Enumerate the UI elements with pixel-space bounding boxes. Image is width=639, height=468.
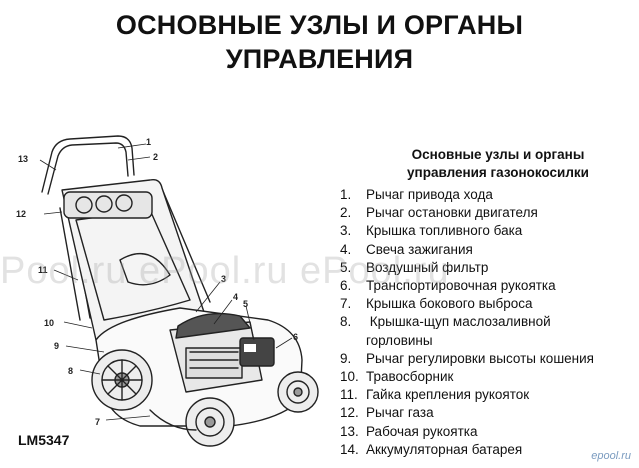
legend-item-number: 4. — [340, 241, 352, 257]
legend-item-text: Транспортировочная рукоятка — [366, 278, 556, 294]
legend-item-text: Рычаг остановки двигателя — [366, 205, 538, 221]
callout-8: 8 — [68, 366, 73, 376]
callout-9: 9 — [54, 341, 59, 351]
legend-item-number: 11. — [340, 387, 358, 403]
legend-item-text: Крышка бокового выброса — [366, 296, 533, 312]
callout-13: 13 — [18, 154, 28, 164]
callout-11: 11 — [38, 265, 48, 275]
legend-item-text: Крышка-щуп маслозаливной — [366, 314, 551, 330]
legend-item-number: 2. — [340, 205, 352, 221]
legend-item: 2. Рычаг остановки двигателя — [340, 204, 636, 222]
legend-item-text: Крышка топливного бака — [366, 223, 523, 239]
legend-item: 3. Крышка топливного бака — [340, 222, 636, 240]
legend-item-text: Рычаг привода хода — [366, 187, 493, 202]
callout-1: 1 — [146, 137, 151, 147]
legend-item-number: 13. — [340, 423, 359, 439]
legend-title-line-1: Основные узлы и органы — [411, 147, 585, 162]
legend-item: 6. Транспортировочная рукоятка — [340, 277, 636, 295]
legend-item: 8. Крышка-щуп маслозаливной горловины — [340, 313, 636, 349]
model-label: LM5347 — [18, 432, 70, 448]
legend-item-number: 6. — [340, 278, 352, 294]
parts-legend: Основные узлы и органы управления газоно… — [340, 146, 636, 459]
legend-item: 13. Рабочая рукоятка — [340, 423, 636, 441]
legend-item-text: Аккумуляторная батарея — [366, 441, 523, 457]
callout-7: 7 — [95, 417, 100, 427]
legend-item-text: Свеча зажигания — [366, 241, 473, 257]
page-title: ОСНОВНЫЕ УЗЛЫ И ОРГАНЫ УПРАВЛЕНИЯ — [0, 8, 639, 76]
legend-item: 11. Гайка крепления рукояток — [340, 386, 636, 404]
title-line-2: УПРАВЛЕНИЯ — [225, 44, 414, 74]
legend-item-number: 12. — [340, 405, 359, 421]
callout-4: 4 — [233, 292, 238, 302]
site-logo: epool.ru — [591, 450, 631, 462]
legend-item: 4. Свеча зажигания — [340, 241, 636, 259]
callout-3: 3 — [221, 274, 226, 284]
callout-12: 12 — [16, 209, 26, 219]
title-line-1: ОСНОВНЫЕ УЗЛЫ И ОРГАНЫ — [115, 10, 524, 40]
legend-item-number: 5. — [340, 259, 352, 275]
legend-item-number: 14. — [340, 441, 359, 457]
legend-item: 7. Крышка бокового выброса — [340, 295, 636, 313]
callout-10: 10 — [44, 318, 54, 328]
legend-item-text: Воздушный фильтр — [366, 259, 489, 275]
legend-title-line-2: управления газонокосилки — [407, 165, 589, 180]
legend-item: 5. Воздушный фильтр — [340, 259, 636, 277]
legend-item-text: Гайка крепления рукояток — [366, 387, 530, 403]
legend-title: Основные узлы и органы управления газоно… — [360, 146, 636, 182]
legend-item-text: Рабочая рукоятка — [366, 423, 478, 439]
legend-item-text: Травосборник — [366, 369, 454, 385]
legend-item: 1. Рычаг привода хода — [340, 186, 636, 204]
legend-list: 1. Рычаг привода хода 2. Рычаг остановки дв… — [340, 186, 636, 459]
legend-item-number: 1. — [340, 187, 352, 202]
legend-item-text: Рычаг регулировки высоты кошения — [366, 350, 594, 366]
legend-item: 9. Рычаг регулировки высоты кошения — [340, 350, 636, 368]
callout-2: 2 — [153, 152, 158, 162]
legend-item: 12. Рычаг газа — [340, 404, 636, 422]
legend-item-number: 3. — [340, 223, 352, 239]
callout-6: 6 — [293, 332, 298, 342]
lawn-mower-diagram: 1 2 3 4 5 6 7 8 9 10 11 12 13 — [16, 135, 319, 447]
legend-item-number: 10. — [340, 369, 359, 385]
legend-item-continuation: горловины — [366, 332, 433, 348]
legend-item-number: 8. — [340, 314, 352, 330]
legend-item-text: Рычаг газа — [366, 405, 434, 421]
legend-item-number: 9. — [340, 350, 352, 366]
legend-item-number: 7. — [340, 296, 352, 312]
legend-item: 14. Аккумуляторная батарея — [340, 441, 636, 459]
legend-item: 10. Травосборник — [340, 368, 636, 386]
callout-5: 5 — [243, 299, 248, 309]
